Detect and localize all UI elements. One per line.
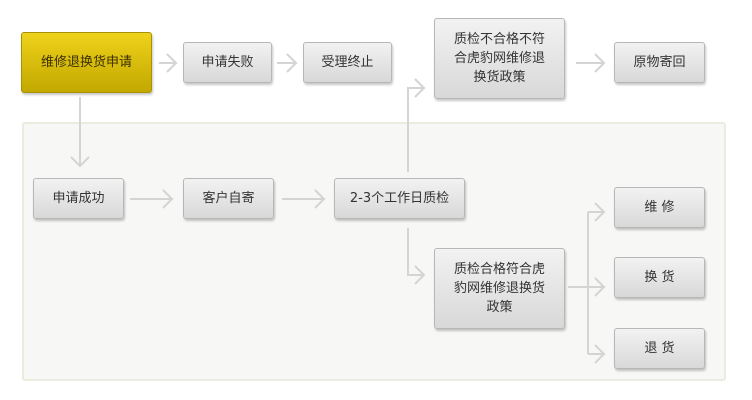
node-customer-ship: 客户自寄 xyxy=(183,178,274,219)
node-qc-pass: 质检合格符合虎 豹网维修退换货 政策 xyxy=(434,248,565,329)
arrow-start-to-success xyxy=(70,97,90,168)
arrow-start-to-fail xyxy=(159,53,178,73)
node-apply-failed: 申请失败 xyxy=(183,42,272,83)
arrow-ship-to-qc xyxy=(282,189,326,209)
node-exchange: 换 货 xyxy=(614,257,705,298)
node-qc-fail: 质检不合格不符 合虎豹网维修退 换货政策 xyxy=(434,18,565,99)
arrow-qc-to-qcfail xyxy=(407,78,426,172)
arrow-qc-to-qcpass xyxy=(407,228,426,285)
arrow-fail-to-terminated xyxy=(277,53,298,73)
node-terminated: 受理终止 xyxy=(303,42,392,83)
arrow-qcpass-to-branches xyxy=(568,202,606,364)
success-path-panel xyxy=(22,122,726,381)
arrow-qcfail-to-return xyxy=(576,53,606,73)
node-repair: 维 修 xyxy=(614,187,705,228)
node-return-original: 原物寄回 xyxy=(614,42,705,83)
node-qc-check: 2-3个工作日质检 xyxy=(334,178,465,219)
node-refund: 退 货 xyxy=(614,328,705,369)
arrow-success-to-ship xyxy=(130,189,174,209)
node-repair-return-request: 维修退换货申请 xyxy=(21,32,152,93)
node-apply-success: 申请成功 xyxy=(33,178,124,219)
